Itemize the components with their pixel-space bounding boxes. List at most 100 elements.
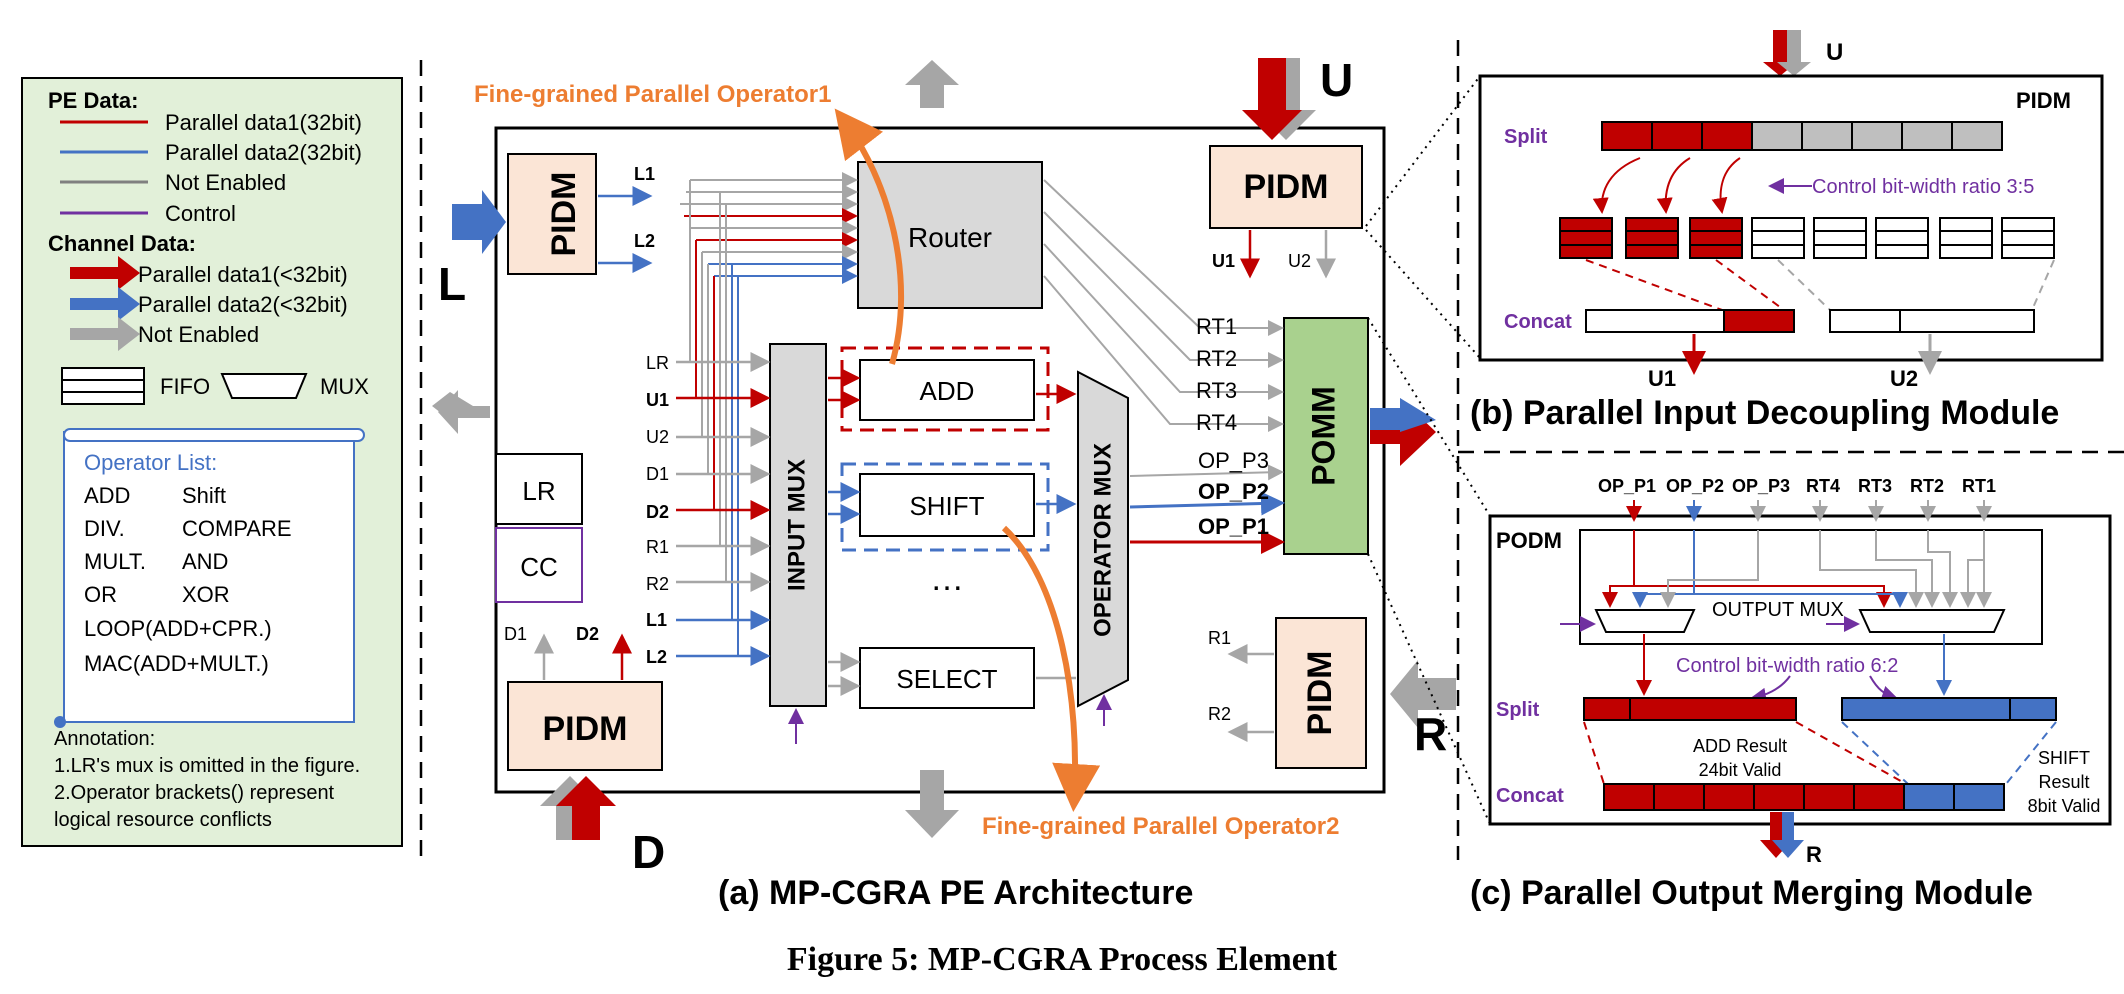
pidm-u1-label: U1 [1648, 366, 1676, 391]
legend-channel-title: Channel Data: [48, 231, 196, 256]
pidm-control-note: Control bit-width ratio 3:5 [1812, 176, 2034, 198]
fifo-icon [1689, 217, 1743, 259]
output-mux-right [1858, 609, 2006, 633]
annotation-line: 1.LR's mux is omitted in the figure. [54, 755, 360, 777]
router-box [857, 161, 1043, 309]
pidm-detail: U PIDM Split Control bit-width ratio 3:5 [1365, 30, 2104, 432]
operator-item: LOOP(ADD+CPR.) [84, 616, 272, 641]
pidm-left-label: PIDM [545, 172, 583, 257]
cc-box [495, 527, 583, 603]
legend-channel-item: Parallel data2(<32bit) [138, 292, 348, 317]
l-in-arrow-icon [452, 190, 506, 254]
fifo-icon [61, 367, 145, 405]
legend-channel-item: Parallel data1(<32bit) [138, 262, 348, 287]
podm-control-note: Control bit-width ratio 6:2 [1676, 655, 1898, 677]
lr-box [495, 453, 583, 525]
operator-list-scroll [54, 428, 365, 728]
pidm-right [1275, 617, 1367, 769]
fifo-icon [1751, 217, 1805, 259]
r-out-blue-arrow-icon [1772, 812, 1804, 858]
left-out-arrow-icon [438, 390, 490, 434]
podm-r-label: R [1806, 842, 1822, 867]
fifo-icon [1813, 217, 1867, 259]
caption-a: (a) MP-CGRA PE Architecture [718, 874, 1193, 912]
shift-result-line: SHIFT [2038, 748, 2090, 768]
legend-pe-item: Control [165, 201, 236, 226]
shift-result-line: 8bit Valid [2028, 796, 2101, 816]
mux-input-label: U1 [646, 390, 669, 410]
pomm-input-label: OP_P3 [1198, 448, 1269, 473]
legend-red-arrow-icon [70, 256, 140, 290]
legend-pe-item: Parallel data1(32bit) [165, 110, 362, 135]
pomm-out-arrow-icon [1370, 398, 1436, 466]
legend-pe-item: Not Enabled [165, 170, 286, 195]
pidm-u-label: U [1826, 39, 1843, 66]
caption-c: (c) Parallel Output Merging Module [1470, 874, 2033, 912]
pidm-u-gray-arrow-icon [1777, 30, 1811, 76]
operator-item: COMPARE [182, 516, 292, 541]
input-mux [769, 343, 827, 707]
fifo-icon [1875, 217, 1929, 259]
shift-result-line: Result [2038, 772, 2089, 792]
podm-input-label: RT4 [1806, 476, 1840, 496]
podm-split-label: Split [1496, 699, 1540, 721]
mux-input-label: L1 [646, 610, 667, 630]
operator-item: XOR [182, 582, 230, 607]
r-in-arrow-icon [1390, 660, 1456, 728]
operator-item: MULT. [84, 549, 146, 574]
fifo-icon [1559, 217, 1613, 259]
legend-fifo-label: FIFO [160, 374, 210, 399]
add-box [859, 359, 1035, 421]
fine-op2-curve [1001, 525, 1101, 812]
d1-label: D1 [504, 624, 527, 644]
select-box [859, 647, 1035, 709]
caption-b: (b) Parallel Input Decoupling Module [1470, 394, 2059, 432]
pomm-input-label: RT1 [1196, 314, 1237, 339]
pidm-top [1209, 145, 1363, 229]
add-label: ADD [920, 376, 975, 406]
fifo-icon [1939, 217, 1993, 259]
podm-concat-label: Concat [1496, 785, 1564, 807]
legend-gray-arrow-icon [70, 317, 140, 351]
r2-label: R2 [1208, 704, 1231, 724]
legend-blue-arrow-icon [70, 287, 140, 321]
pidm-u2-label: U2 [1890, 366, 1918, 391]
lr-label: LR [522, 476, 555, 506]
dots-label: … [930, 560, 964, 598]
podm-input-label: OP_P1 [1598, 476, 1656, 496]
router-label: Router [908, 222, 992, 253]
figure-caption: Figure 5: MP-CGRA Process Element [787, 941, 1338, 978]
operator-item: AND [182, 549, 228, 574]
legend-pe-item: Parallel data2(32bit) [165, 140, 362, 165]
u2-label: U2 [1288, 251, 1311, 271]
pomm-input-label: RT2 [1196, 346, 1237, 371]
select-label: SELECT [896, 664, 997, 694]
output-mux-label: OUTPUT MUX [1712, 599, 1844, 621]
mux-input-label: U2 [646, 427, 669, 447]
fifo-icon [2001, 217, 2055, 259]
operator-item: OR [84, 582, 117, 607]
d-in-arrow-icon [556, 776, 616, 840]
port-d-label: D [632, 826, 665, 878]
fine-op1-curve [834, 108, 905, 365]
podm-input-label: RT2 [1910, 476, 1944, 496]
annotation-line: logical resource conflicts [54, 809, 272, 831]
operator-mux-label: OPERATOR MUX [1089, 443, 1116, 637]
annotation-line: Annotation: [54, 728, 155, 750]
up-out-arrow-icon [905, 60, 959, 108]
add-result-line: ADD Result [1693, 736, 1787, 756]
mux-icon [220, 373, 308, 399]
pidm-left [507, 153, 597, 275]
output-mux-left [1594, 609, 1696, 633]
fine-op2-label: Fine-grained Parallel Operator2 [982, 813, 1339, 840]
d2-label: D2 [576, 624, 599, 644]
podm-title: PODM [1496, 528, 1562, 553]
podm-input-label: OP_P3 [1732, 476, 1790, 496]
operator-item: DIV. [84, 516, 125, 541]
concat-label: Concat [1504, 311, 1572, 333]
input-mux-label: INPUT MUX [783, 459, 810, 591]
legend-pe-title: PE Data: [48, 88, 138, 113]
operator-list-title: Operator List: [84, 450, 217, 475]
podm-input-label: OP_P2 [1666, 476, 1724, 496]
